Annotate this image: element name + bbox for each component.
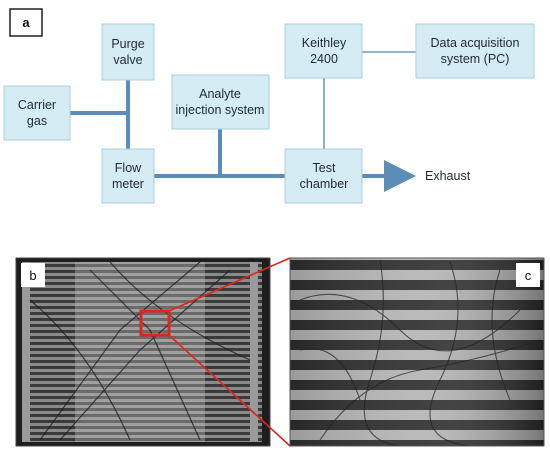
micrograph-c: c [289,257,545,447]
node-flow-meter-line2: meter [112,177,144,191]
panel-c-label-box [516,263,540,287]
node-keithley-line1: Keithley [302,36,347,50]
node-keithley: Keithley 2400 [284,23,363,79]
node-flow-meter-line1: Flow [115,161,142,175]
node-analyte-injection-line1: Analyte [199,87,241,101]
node-keithley-line2: 2400 [310,52,338,66]
micrograph-b: b [15,257,271,447]
zoom-region-marker [139,309,171,337]
node-flow-meter: Flow meter [101,148,155,204]
node-purge-valve: Purge valve [101,23,155,81]
node-analyte-injection: Analyte injection system [171,74,270,130]
node-daq-line1: Data acquisition [431,36,520,50]
electrical-lines [323,51,416,149]
panel-b-label-box [21,263,45,287]
node-test-chamber: Test chamber [284,148,363,204]
node-analyte-injection-line2: injection system [176,103,265,117]
node-carrier-gas-line1: Carrier [18,98,56,112]
exhaust-label: Exhaust [425,169,471,183]
sensing-region [75,262,205,442]
panel-c-label: c [525,268,532,283]
zoom-line-bottom [168,334,291,447]
node-test-chamber-line2: chamber [300,177,349,191]
node-purge-valve-line2: valve [113,53,142,67]
panel-b-label: b [29,268,36,283]
panel-a-label: a [22,15,30,30]
node-carrier-gas-line2: gas [27,114,47,128]
node-purge-valve-line1: Purge [111,37,144,51]
zoom-line-top [168,257,291,312]
node-daq-line2: system (PC) [441,52,510,66]
panel-a-label-box: a [9,8,43,37]
nanowire-strands-c [299,259,541,447]
node-daq: Data acquisition system (PC) [415,23,535,79]
node-test-chamber-line1: Test [313,161,336,175]
gas-lines [68,78,287,178]
node-carrier-gas: Carrier gas [3,85,71,141]
